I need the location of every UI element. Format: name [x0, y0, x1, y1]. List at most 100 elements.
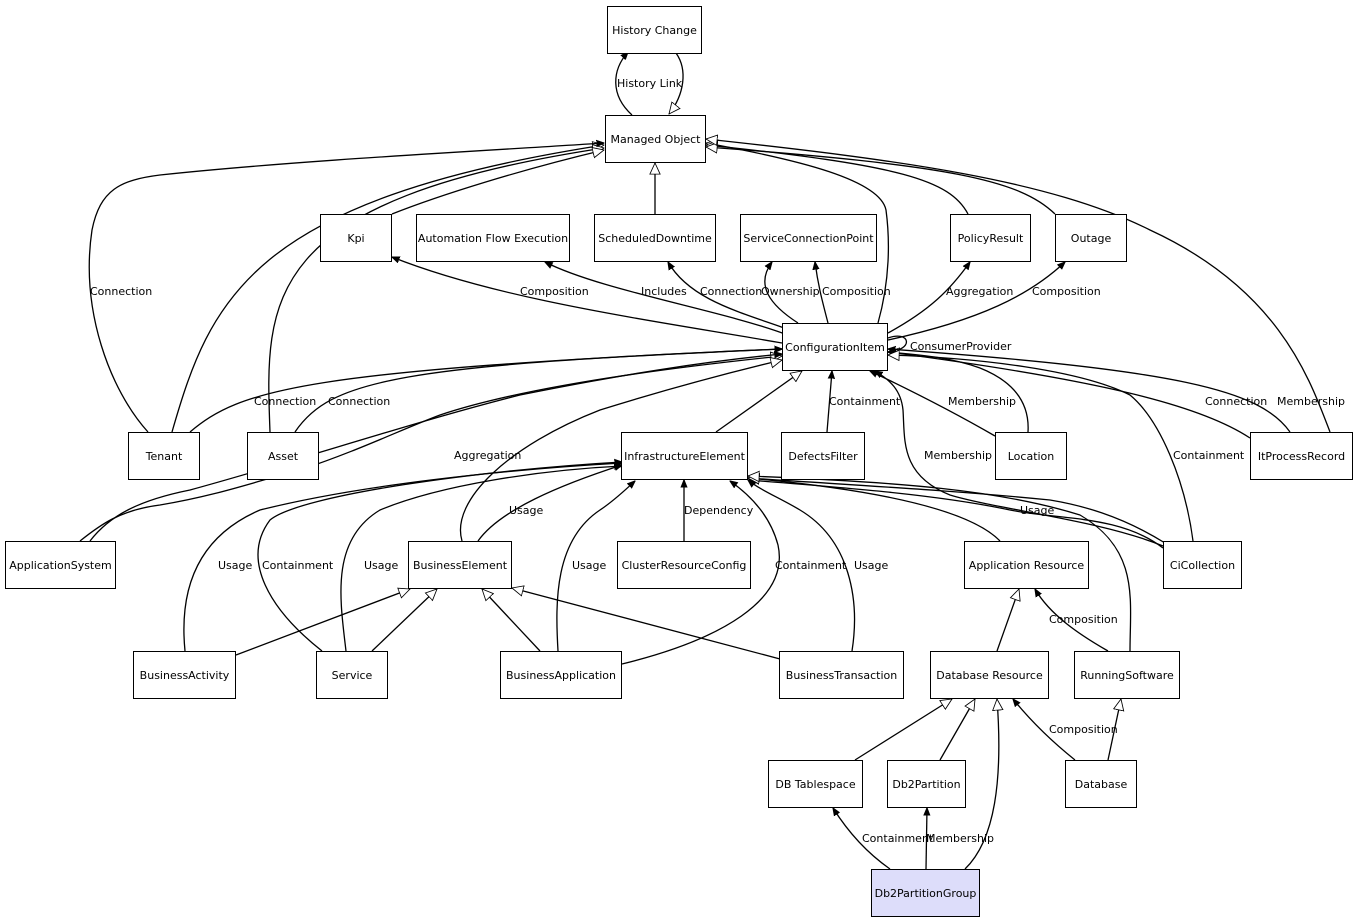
edge-db2pg-membership-db2p — [926, 808, 927, 870]
edge-rs-composition-appres — [1035, 589, 1109, 652]
node-business-transaction[interactable]: BusinessTransaction — [779, 651, 904, 699]
edge-ci-aggregation-policy — [887, 262, 970, 334]
edge-cicollection-extends-ci — [888, 355, 1194, 542]
edge-db2p-extends-dbres — [939, 699, 976, 761]
label-composition-database: Composition — [1049, 723, 1118, 736]
node-it-process-record[interactable]: ItProcessRecord — [1250, 432, 1353, 480]
edge-ba-extends-be — [235, 589, 410, 656]
node-business-activity[interactable]: BusinessActivity — [133, 651, 236, 699]
edge-itpr-connection-ci — [888, 352, 1251, 439]
edge-location-extends-ci — [888, 352, 1029, 433]
edge-rs-extends-ie — [748, 476, 1132, 652]
edge-ci-connection-sd — [668, 262, 791, 331]
edge-itpr-extends-mo — [706, 139, 1331, 433]
node-db-tablespace[interactable]: DB Tablespace — [768, 760, 863, 808]
edge-asset-extends-mo — [268, 148, 604, 433]
edge-history-change-extends-managed-object — [669, 52, 684, 114]
edge-cicollection-usage-ie — [748, 480, 1164, 549]
label-connection-sd: Connection — [700, 285, 762, 298]
label-dependency: Dependency — [684, 504, 754, 517]
edge-ci-composition-scp — [815, 262, 829, 324]
edge-bapp-containment-ie — [621, 481, 780, 665]
node-service[interactable]: Service — [316, 651, 388, 699]
label-containment-cicollection: Containment — [1173, 449, 1245, 462]
label-connection-tenant-ci: Connection — [254, 395, 316, 408]
edge-bt-usage-ie — [748, 480, 856, 652]
node-configuration-item[interactable]: ConfigurationItem — [782, 323, 888, 371]
node-policy-result[interactable]: PolicyResult — [950, 214, 1031, 262]
label-membership-location: Membership — [948, 395, 1016, 408]
edge-ci-extends-mo — [706, 143, 890, 324]
node-managed-object[interactable]: Managed Object — [605, 115, 706, 163]
edge-ie-extends-ci — [715, 371, 802, 433]
node-application-system[interactable]: ApplicationSystem — [5, 541, 116, 589]
label-membership-cicollection: Membership — [924, 449, 992, 462]
edge-kpi-extends-mo — [391, 150, 604, 215]
edge-be-extends-ci — [459, 360, 782, 542]
edge-dbres-extends-appres — [996, 589, 1019, 652]
edge-tenant-connection-mo — [88, 143, 604, 433]
node-outage[interactable]: Outage — [1055, 214, 1127, 262]
label-usage-business-application: Usage — [572, 559, 607, 572]
edge-bapp-usage-ie — [556, 481, 635, 652]
label-composition-scp: Composition — [822, 285, 891, 298]
label-membership-db2pg: Membership — [926, 832, 994, 845]
label-connection-itpr: Connection — [1205, 395, 1267, 408]
node-db2-partition[interactable]: Db2Partition — [887, 760, 966, 808]
edge-appsys-aggregation-ci — [89, 354, 782, 542]
node-database-resource[interactable]: Database Resource — [930, 651, 1049, 699]
edge-bapp-extends-be — [482, 589, 541, 652]
node-history-change[interactable]: History Change — [607, 6, 702, 54]
label-history-link: History Link — [617, 77, 683, 90]
label-membership-itpr: Membership — [1277, 395, 1345, 408]
edge-cicollection-membership-ci — [875, 371, 1164, 547]
label-usage-business-element: Usage — [509, 504, 544, 517]
edge-outage-extends-mo — [706, 147, 1056, 215]
node-tenant[interactable]: Tenant — [128, 432, 200, 480]
label-composition-kpi: Composition — [520, 285, 589, 298]
node-location[interactable]: Location — [995, 432, 1067, 480]
label-composition-running-software: Composition — [1049, 613, 1118, 626]
node-database[interactable]: Database — [1065, 760, 1137, 808]
edge-history-link — [615, 52, 633, 116]
node-defects-filter[interactable]: DefectsFilter — [781, 432, 865, 480]
label-containment-business-application: Containment — [775, 559, 847, 572]
label-usage-service: Usage — [364, 559, 399, 572]
node-cluster-resource-config[interactable]: ClusterResourceConfig — [617, 541, 751, 589]
edge-ci-composition-kpi — [392, 256, 783, 344]
edge-service-containment-ie — [257, 462, 622, 652]
node-asset[interactable]: Asset — [247, 432, 319, 480]
node-scheduled-downtime[interactable]: ScheduledDowntime — [594, 214, 716, 262]
label-connection-tenant-mo: Connection — [90, 285, 152, 298]
node-application-resource[interactable]: Application Resource — [964, 541, 1089, 589]
edge-defects-containment-ci — [826, 371, 832, 433]
node-ci-collection[interactable]: CiCollection — [1163, 541, 1242, 589]
edge-db2pg-extends-dbres — [964, 699, 999, 870]
node-automation-flow-execution[interactable]: Automation Flow Execution — [416, 214, 570, 262]
edge-ci-composition-outage — [887, 262, 1065, 341]
node-infrastructure-element[interactable]: InfrastructureElement — [621, 432, 748, 480]
edge-service-extends-be — [371, 589, 437, 652]
label-usage-cicollection: Usage — [1020, 504, 1055, 517]
edge-db2pg-containment-dbts — [833, 808, 891, 870]
edges — [79, 52, 1331, 870]
node-db2-partition-group[interactable]: Db2PartitionGroup — [871, 869, 980, 917]
node-kpi[interactable]: Kpi — [320, 214, 392, 262]
edge-db-extends-rs — [1107, 699, 1121, 761]
edge-bt-extends-be — [512, 588, 781, 660]
edge-service-usage-ie — [340, 466, 622, 652]
node-running-software[interactable]: RunningSoftware — [1074, 651, 1180, 699]
node-service-connection-point[interactable]: ServiceConnectionPoint — [740, 214, 877, 262]
label-ownership: Ownership — [761, 285, 820, 298]
label-usage-business-transaction: Usage — [854, 559, 889, 572]
edge-tenant-extends-mo — [171, 145, 604, 433]
edge-itpr-membership-ci — [888, 349, 1291, 433]
edge-dbts-extends-dbres — [854, 698, 952, 761]
label-composition-outage: Composition — [1032, 285, 1101, 298]
node-business-application[interactable]: BusinessApplication — [500, 651, 622, 699]
node-business-element[interactable]: BusinessElement — [408, 541, 512, 589]
edge-ci-ownership-scp — [764, 262, 799, 324]
label-usage-business-activity: Usage — [218, 559, 253, 572]
